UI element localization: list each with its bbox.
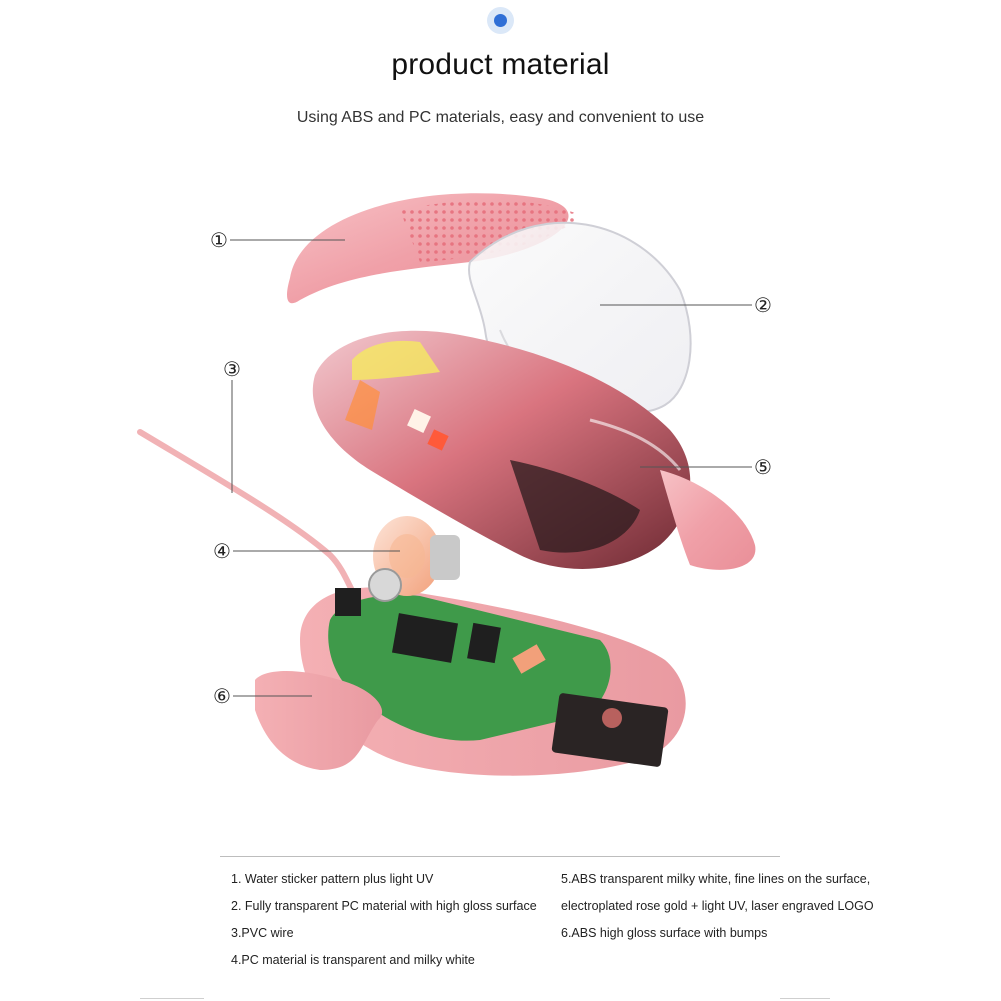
base-shell-part xyxy=(300,587,686,776)
legend-item-4: 4.PC material is transparent and milky w… xyxy=(231,953,475,967)
rose-gold-body-part xyxy=(312,330,691,569)
callout-lines xyxy=(230,239,752,697)
bottom-divider-left xyxy=(140,998,204,999)
scroll-wheel-part xyxy=(368,516,460,602)
blue-dot-icon xyxy=(487,7,514,34)
page-title: product material xyxy=(391,48,610,81)
legend-item-1: 1. Water sticker pattern plus light UV xyxy=(231,872,434,886)
callout-3: ③ xyxy=(223,357,241,381)
legend-item-2: 2. Fully transparent PC material with hi… xyxy=(231,899,537,913)
legend-right-column: 5.ABS transparent milky white, fine line… xyxy=(561,870,874,951)
legend-item-5: 5.ABS transparent milky white, fine line… xyxy=(561,872,871,886)
legend-item-5-cont: electroplated rose gold + light UV, lase… xyxy=(561,899,874,913)
legend-item-3: 3.PVC wire xyxy=(231,926,294,940)
legend-item-6: 6.ABS high gloss surface with bumps xyxy=(561,926,768,940)
legend-left-column: 1. Water sticker pattern plus light UV 2… xyxy=(231,870,537,978)
callout-4: ④ xyxy=(213,539,231,563)
right-side-grip xyxy=(660,470,756,570)
page-subtitle: Using ABS and PC materials, easy and con… xyxy=(296,109,705,126)
bottom-divider-right xyxy=(780,998,830,999)
top-shell-part xyxy=(287,193,580,304)
callout-5: ⑤ xyxy=(754,455,772,479)
callout-1: ① xyxy=(210,228,228,252)
pvc-wire-part xyxy=(137,429,363,608)
callout-2: ② xyxy=(754,293,772,317)
legend-divider xyxy=(220,856,780,857)
blue-dot-core xyxy=(494,14,507,27)
callout-6: ⑥ xyxy=(213,684,231,708)
